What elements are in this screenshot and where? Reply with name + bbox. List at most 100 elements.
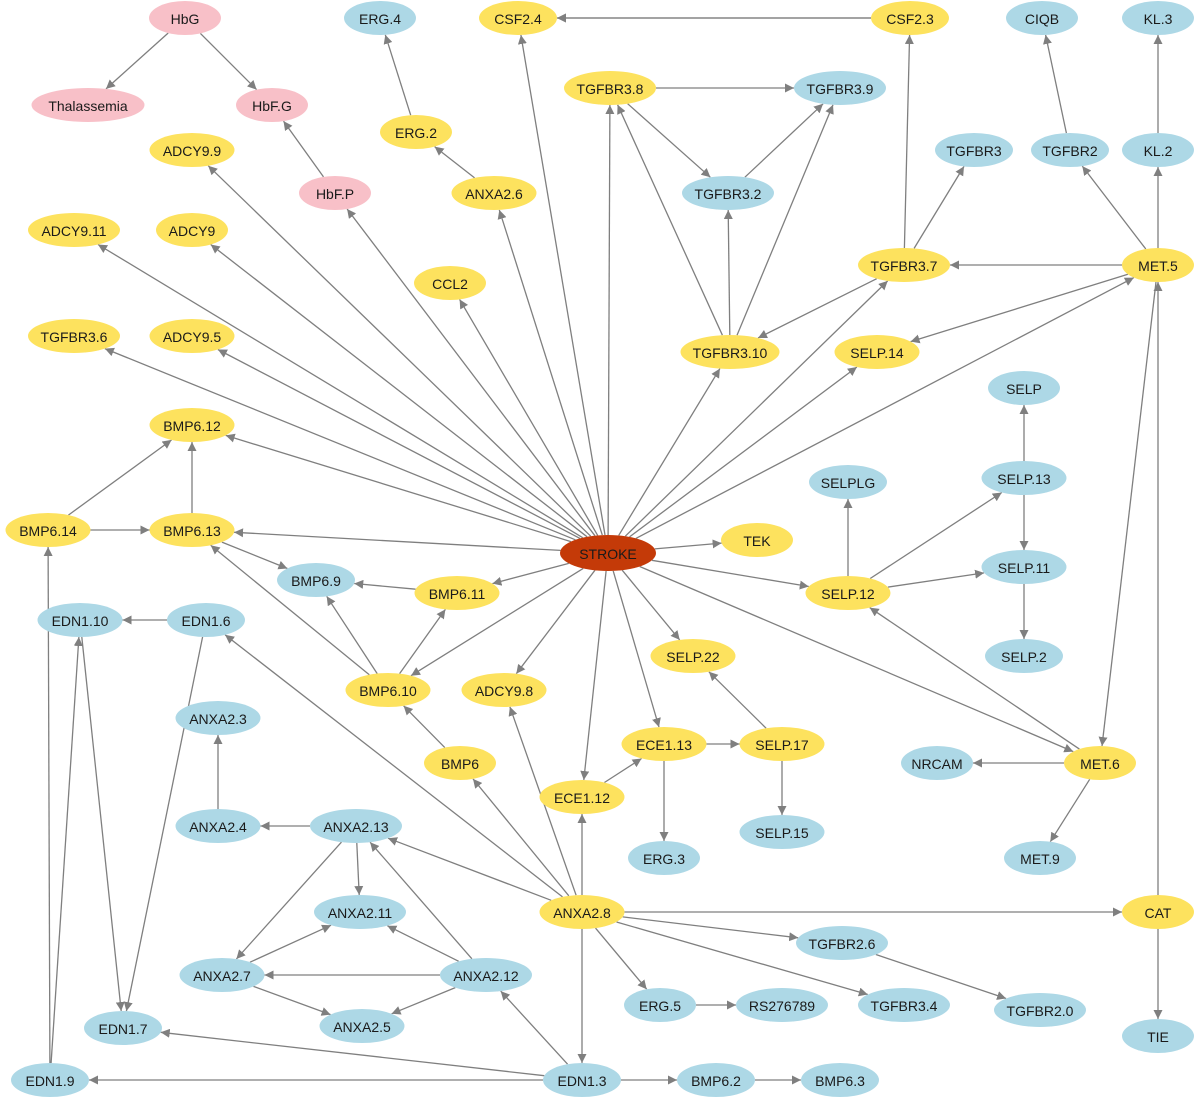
node-tie[interactable]: TIE (1122, 1019, 1194, 1053)
node-edn1-7[interactable]: EDN1.7 (84, 1011, 162, 1045)
node-adcy9-11[interactable]: ADCY9.11 (28, 213, 120, 247)
node-shape-anxa2-12 (440, 958, 532, 992)
node-tgfbr3-4[interactable]: TGFBR3.4 (858, 988, 950, 1022)
edge-bmp6-10-to-bmp6-9 (326, 595, 378, 674)
node-met-5[interactable]: MET.5 (1122, 248, 1194, 282)
node-tgfbr3-8[interactable]: TGFBR3.8 (564, 71, 656, 105)
node-adcy9-8[interactable]: ADCY9.8 (461, 673, 547, 707)
node-ece1-13[interactable]: ECE1.13 (621, 727, 707, 761)
node-ece1-12[interactable]: ECE1.12 (539, 780, 625, 814)
node-label-anxa2-5: ANXA2.5 (333, 1019, 391, 1035)
node-hbf-g[interactable]: HbF.G (236, 88, 308, 122)
node-erg-5[interactable]: ERG.5 (624, 988, 696, 1022)
node-tgfbr2-0[interactable]: TGFBR2.0 (994, 993, 1086, 1027)
node-thalassemia[interactable]: Thalassemia (31, 88, 145, 122)
node-rs276789[interactable]: RS276789 (736, 988, 828, 1022)
node-tgfbr3-6[interactable]: TGFBR3.6 (28, 319, 120, 353)
node-tgfbr3-10[interactable]: TGFBR3.10 (680, 335, 780, 369)
node-bmp6-12[interactable]: BMP6.12 (149, 408, 235, 442)
node-tek[interactable]: TEK (721, 523, 793, 557)
node-shape-met-6 (1064, 746, 1136, 780)
node-tgfbr3-9[interactable]: TGFBR3.9 (794, 71, 886, 105)
node-label-anxa2-12: ANXA2.12 (453, 968, 519, 984)
node-shape-erg-4 (344, 1, 416, 35)
node-selp-2[interactable]: SELP.2 (985, 639, 1063, 673)
node-anxa2-3[interactable]: ANXA2.3 (175, 701, 261, 735)
node-ccl2[interactable]: CCL2 (414, 266, 486, 300)
node-label-tgfbr2-0: TGFBR2.0 (1007, 1003, 1074, 1019)
node-selp-12[interactable]: SELP.12 (805, 576, 891, 610)
node-edn1-3[interactable]: EDN1.3 (543, 1063, 621, 1097)
node-shape-tgfbr2 (1031, 133, 1109, 167)
node-edn1-9[interactable]: EDN1.9 (11, 1063, 89, 1097)
node-selplg[interactable]: SELPLG (809, 465, 887, 499)
node-shape-bmp6-3 (801, 1063, 879, 1097)
node-anxa2-13[interactable]: ANXA2.13 (310, 809, 402, 843)
node-erg-4[interactable]: ERG.4 (344, 1, 416, 35)
node-kl-2[interactable]: KL.2 (1122, 133, 1194, 167)
node-adcy9-5[interactable]: ADCY9.5 (149, 319, 235, 353)
node-adcy9[interactable]: ADCY9 (156, 213, 228, 247)
node-selp[interactable]: SELP (988, 371, 1060, 405)
node-bmp6-3[interactable]: BMP6.3 (801, 1063, 879, 1097)
node-shape-bmp6-2 (677, 1063, 755, 1097)
node-bmp6[interactable]: BMP6 (424, 746, 496, 780)
node-edn1-6[interactable]: EDN1.6 (167, 603, 245, 637)
node-cat[interactable]: CAT (1122, 895, 1194, 929)
node-shape-tgfbr3-8 (564, 71, 656, 105)
node-label-bmp6-11: BMP6.11 (429, 586, 486, 602)
node-selp-15[interactable]: SELP.15 (739, 815, 825, 849)
node-csf2-4[interactable]: CSF2.4 (479, 1, 557, 35)
node-stroke[interactable]: STROKE (560, 535, 656, 571)
node-bmp6-2[interactable]: BMP6.2 (677, 1063, 755, 1097)
node-ciqb[interactable]: CIQB (1006, 1, 1078, 35)
node-nrcam[interactable]: NRCAM (901, 746, 973, 780)
node-selp-13[interactable]: SELP.13 (981, 461, 1067, 495)
node-bmp6-9[interactable]: BMP6.9 (277, 563, 355, 597)
node-hbg[interactable]: HbG (149, 1, 221, 35)
node-shape-erg-2 (380, 115, 452, 149)
node-met-6[interactable]: MET.6 (1064, 746, 1136, 780)
node-shape-anxa2-5 (319, 1009, 405, 1043)
node-tgfbr3-2[interactable]: TGFBR3.2 (682, 176, 774, 210)
node-anxa2-4[interactable]: ANXA2.4 (175, 809, 261, 843)
node-tgfbr2-6[interactable]: TGFBR2.6 (796, 926, 888, 960)
node-shape-met-5 (1122, 248, 1194, 282)
node-label-selplg: SELPLG (821, 475, 875, 491)
node-adcy9-9[interactable]: ADCY9.9 (149, 133, 235, 167)
node-selp-11[interactable]: SELP.11 (981, 550, 1067, 584)
edge-edn1-6-to-edn1-7 (123, 636, 204, 1012)
node-anxa2-7[interactable]: ANXA2.7 (179, 958, 265, 992)
node-shape-edn1-7 (84, 1011, 162, 1045)
edge-anxa2-7-to-anxa2-11 (249, 924, 332, 963)
node-selp-17[interactable]: SELP.17 (739, 727, 825, 761)
node-anxa2-8[interactable]: ANXA2.8 (539, 895, 625, 929)
node-csf2-3[interactable]: CSF2.3 (871, 1, 949, 35)
node-tgfbr2[interactable]: TGFBR2 (1031, 133, 1109, 167)
node-anxa2-5[interactable]: ANXA2.5 (319, 1009, 405, 1043)
node-label-rs276789: RS276789 (749, 998, 815, 1014)
node-met-9[interactable]: MET.9 (1004, 841, 1076, 875)
node-label-selp-22: SELP.22 (666, 649, 720, 665)
node-selp-22[interactable]: SELP.22 (650, 639, 736, 673)
node-selp-14[interactable]: SELP.14 (834, 335, 920, 369)
node-bmp6-13[interactable]: BMP6.13 (149, 513, 235, 547)
edge-met-6-to-met-9 (1049, 778, 1091, 843)
node-tgfbr3[interactable]: TGFBR3 (935, 133, 1013, 167)
node-bmp6-10[interactable]: BMP6.10 (345, 673, 431, 707)
node-anxa2-6[interactable]: ANXA2.6 (451, 176, 537, 210)
node-anxa2-11[interactable]: ANXA2.11 (314, 895, 406, 929)
node-edn1-10[interactable]: EDN1.10 (37, 603, 123, 637)
node-hbf-p[interactable]: HbF.P (299, 176, 371, 210)
node-tgfbr3-7[interactable]: TGFBR3.7 (858, 248, 950, 282)
node-kl-3[interactable]: KL.3 (1122, 1, 1194, 35)
node-bmp6-11[interactable]: BMP6.11 (414, 576, 500, 610)
node-anxa2-12[interactable]: ANXA2.12 (440, 958, 532, 992)
node-shape-anxa2-11 (314, 895, 406, 929)
node-shape-kl-3 (1122, 1, 1194, 35)
node-bmp6-14[interactable]: BMP6.14 (5, 513, 91, 547)
node-erg-3[interactable]: ERG.3 (628, 841, 700, 875)
node-label-erg-3: ERG.3 (643, 851, 685, 867)
edge-tgfbr3-10-to-tgfbr3-8 (617, 104, 723, 336)
node-erg-2[interactable]: ERG.2 (380, 115, 452, 149)
